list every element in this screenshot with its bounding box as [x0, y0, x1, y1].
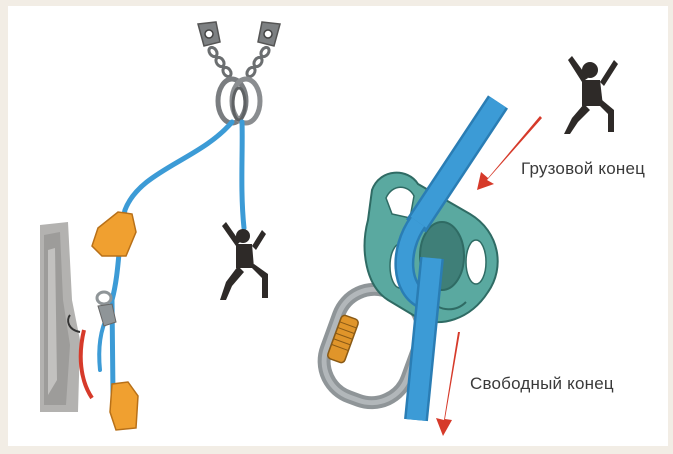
- anchor-bolts-chain-icon: [198, 22, 280, 123]
- free-end-label: Свободный конец: [470, 374, 614, 394]
- climber-figure-icon: [220, 222, 268, 300]
- climber-figure-icon-right: [564, 56, 618, 134]
- rope-left: [99, 122, 244, 395]
- load-end-label: Грузовой конец: [521, 159, 645, 179]
- rock-wall: [40, 222, 80, 412]
